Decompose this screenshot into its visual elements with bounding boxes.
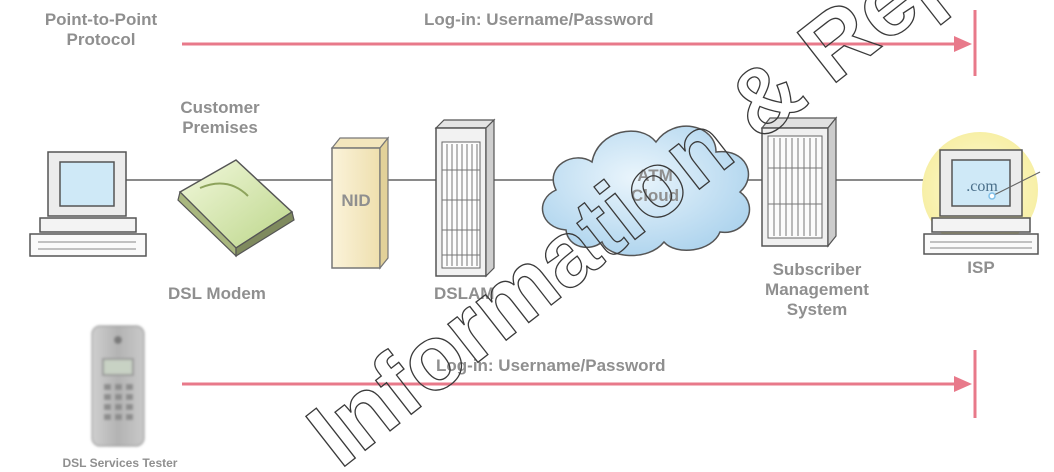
ppp-label-line2: Protocol <box>66 30 136 49</box>
nid-box-icon <box>330 136 390 270</box>
subscriber-management-label: Subscriber Management System <box>742 260 892 320</box>
isp-screen-text: .com <box>966 178 998 195</box>
atm-cloud-line2: Cloud <box>630 186 680 205</box>
ppp-label-line1: Point-to-Point <box>44 10 158 29</box>
subscriber-management-line1: Subscriber <box>772 260 862 279</box>
atm-cloud-icon <box>541 125 751 257</box>
dslam-label: DSLAM <box>434 284 495 303</box>
dslam-rack-icon <box>434 118 496 278</box>
atm-cloud-line1: ATM <box>637 166 673 185</box>
dsl-modem-label: DSL Modem <box>168 284 266 303</box>
isp-label: ISP <box>967 258 995 277</box>
subscriber-management-rack-icon <box>760 116 838 248</box>
customer-premises-label: Customer Premises <box>160 98 280 138</box>
nid-label: NID <box>341 191 371 210</box>
ppp-label: Point-to-Point Protocol <box>28 10 174 50</box>
isp-computer-icon <box>922 132 1041 255</box>
subscriber-management-line2: Management <box>765 280 869 299</box>
dsl-services-tester-icon <box>91 325 145 447</box>
bottom-login-label: Log-in: Username/Password <box>436 356 666 375</box>
customer-premises-line1: Customer <box>180 98 260 117</box>
dsl-services-tester-label: DSL Services Tester <box>62 456 178 470</box>
top-login-arrow <box>182 10 977 76</box>
subscriber-management-line3: System <box>786 300 848 319</box>
bottom-login-arrow <box>182 350 977 418</box>
dsl-modem-icon <box>177 159 295 258</box>
customer-premises-line2: Premises <box>182 118 258 137</box>
atm-cloud-label: ATM Cloud <box>600 166 710 206</box>
top-login-label: Log-in: Username/Password <box>424 10 654 29</box>
customer-computer-icon <box>29 151 147 257</box>
